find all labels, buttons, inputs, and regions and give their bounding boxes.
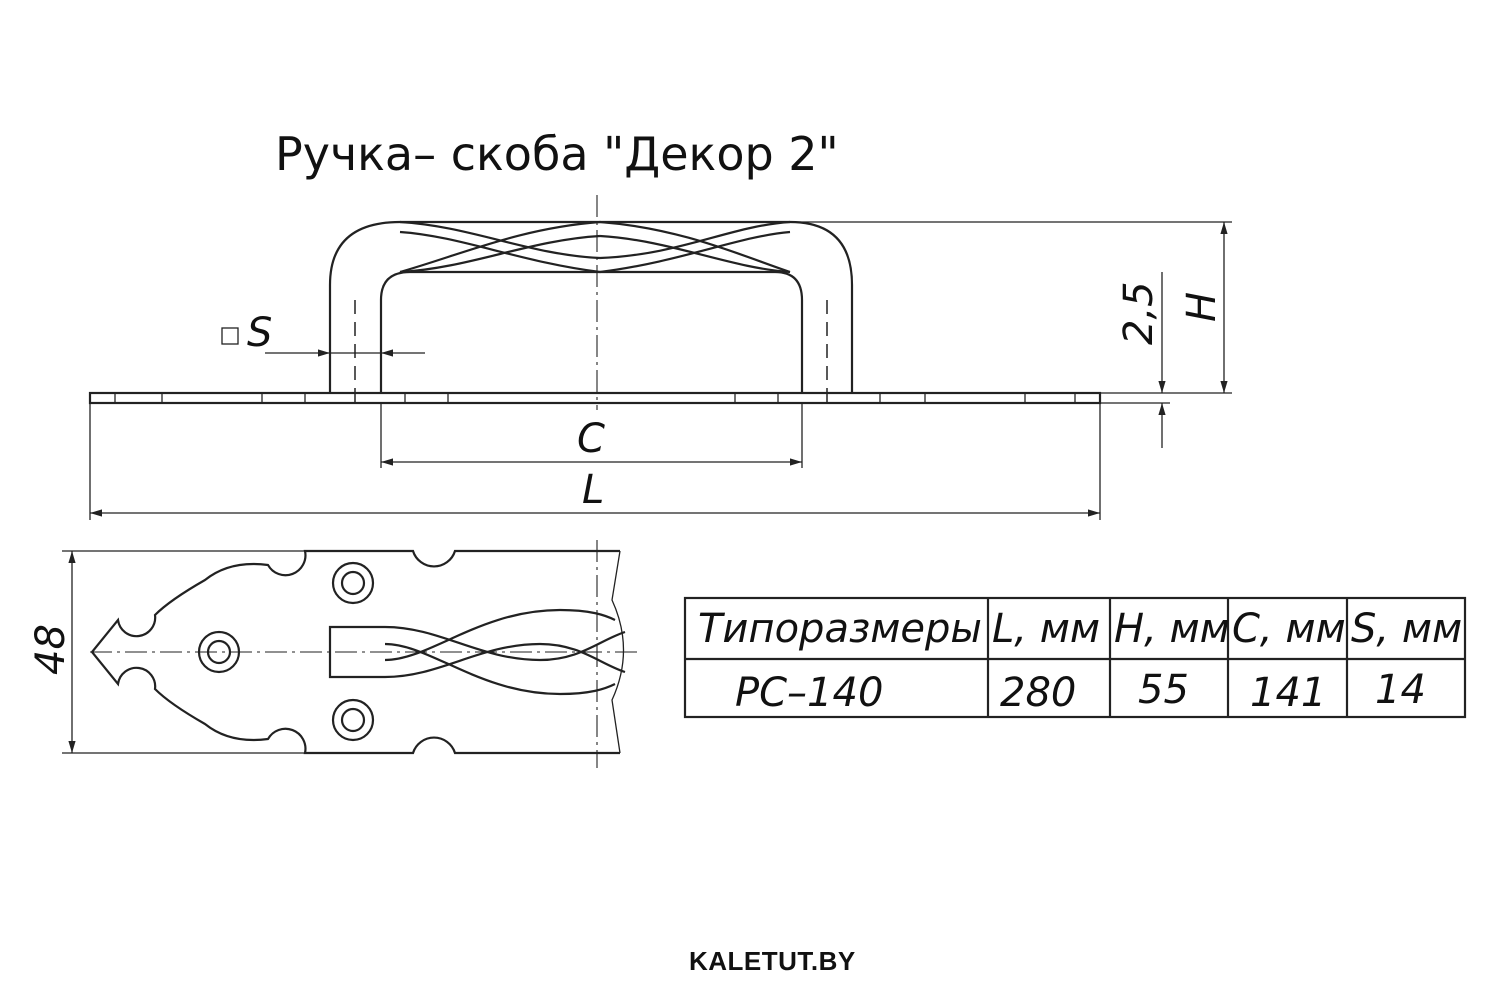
dimension-label-s: S xyxy=(247,310,272,356)
dimension-label-l: L xyxy=(582,467,604,513)
table-border xyxy=(683,596,1467,719)
table-header-cell: C, мм xyxy=(1232,606,1346,652)
table-header-cell: H, мм xyxy=(1114,606,1230,652)
drawing-title: Ручка– скоба "Декор 2" xyxy=(275,127,839,181)
handle-inner-outline xyxy=(379,270,804,393)
table-header-cell: Типоразмеры xyxy=(698,606,982,652)
table-header-cell: L, мм xyxy=(992,606,1100,652)
handle-outer-outline xyxy=(328,220,854,393)
top-view: 48 xyxy=(28,540,640,768)
dimension-label-width: 48 xyxy=(28,624,74,675)
mounting-hole-bottom xyxy=(331,698,375,742)
square-section-icon xyxy=(221,327,239,345)
twisted-bar-top xyxy=(384,608,626,696)
table-cell: 55 xyxy=(1138,667,1189,713)
side-view: C L H 2,5 S xyxy=(88,195,1232,520)
table-header-cell: S, мм xyxy=(1351,606,1462,652)
size-table: Типоразмеры L, мм H, мм C, мм S, мм PC–1… xyxy=(683,596,1467,719)
brand-watermark: KALETUT.BY xyxy=(689,946,856,976)
table-cell: 141 xyxy=(1250,670,1326,716)
dimension-label-gap: 2,5 xyxy=(1116,281,1162,345)
mounting-hole-top xyxy=(331,561,375,605)
base-plate xyxy=(88,391,1102,405)
table-cell: 14 xyxy=(1375,667,1426,713)
plate-segment-ticks xyxy=(114,393,1076,403)
table-cell: 280 xyxy=(1000,670,1076,716)
dimension-label-c: C xyxy=(577,416,605,462)
break-line xyxy=(611,550,625,754)
table-cell: PC–140 xyxy=(735,670,883,716)
dimension-label-h: H xyxy=(1179,292,1225,322)
twisted-bar xyxy=(399,220,791,274)
